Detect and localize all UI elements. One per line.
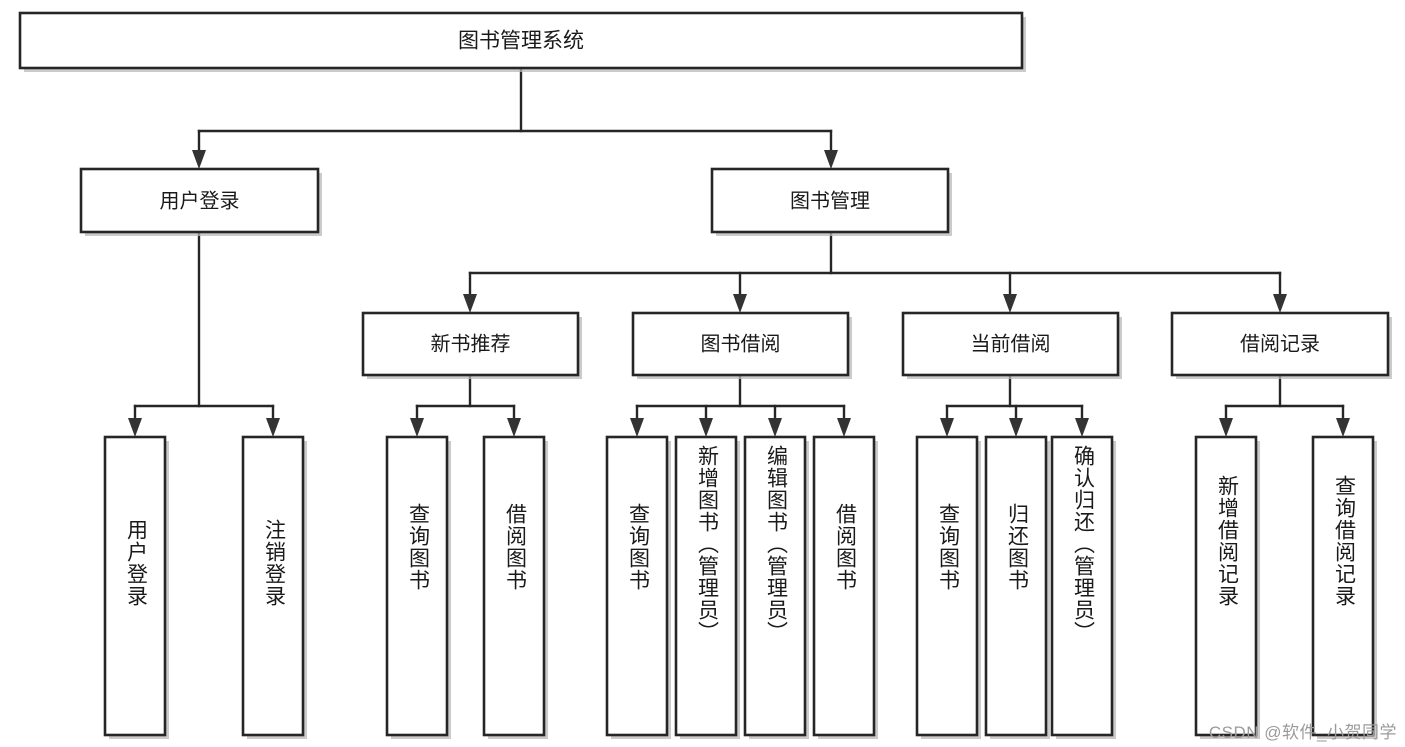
leaf-box-leaf-query-book-1[interactable] [385,435,451,739]
leaf-box-leaf-query-book-2[interactable] [605,435,671,739]
leaf-box-leaf-user-login[interactable] [103,435,169,739]
node-book-manage-label: 图书管理 [790,189,870,212]
node-book-borrow-label: 图书借阅 [701,332,781,355]
arrow-to-leaf-borrow-book-1 [507,418,521,437]
leaf-box-leaf-query-book-3[interactable] [915,435,981,739]
watermark-text: CSDN @软件_小贺同学 [1208,723,1397,742]
arrow-to-leaf-user-logout [266,418,280,437]
arrow-to-leaf-query-record [1336,418,1350,437]
leaf-box-leaf-borrow-book-2[interactable] [812,435,878,739]
node-root-label: 图书管理系统 [458,30,584,53]
arrow-to-leaf-edit-book [768,418,782,437]
connector-layer [128,66,1350,437]
node-borrow-record[interactable]: 借阅记录 [1170,311,1392,379]
arrow-to-leaf-query-book-1 [410,418,424,437]
arrow-to-leaf-query-book-3 [940,418,954,437]
arrow-to-book-borrow [733,294,747,313]
node-new-book-recommend-label: 新书推荐 [431,332,511,355]
leaf-box-leaf-user-logout[interactable] [241,435,307,739]
arrow-to-borrow-record [1273,294,1287,313]
node-layer: 图书管理系统 用户登录 图书管理 新书推荐 图书 [18,11,1392,739]
node-root[interactable]: 图书管理系统 [18,11,1026,72]
arrow-to-leaf-query-book-2 [630,418,644,437]
node-borrow-record-label: 借阅记录 [1240,332,1320,355]
leaf-box-leaf-return-book[interactable] [984,435,1050,739]
node-user-login[interactable]: 用户登录 [79,167,322,236]
leaf-box-leaf-add-book[interactable] [674,435,740,739]
node-current-borrow[interactable]: 当前借阅 [901,311,1122,379]
leaf-box-leaf-confirm-return[interactable] [1050,435,1116,739]
leaf-box-leaf-add-record[interactable] [1194,435,1260,739]
leaf-box-leaf-edit-book[interactable] [743,435,809,739]
arrow-to-leaf-add-record [1219,418,1233,437]
node-book-borrow[interactable]: 图书借阅 [631,311,852,379]
node-current-borrow-label: 当前借阅 [971,332,1051,355]
arrow-to-book-manage [824,150,838,169]
arrow-to-leaf-add-book [699,418,713,437]
arrow-to-new-book-recommend [463,294,477,313]
node-user-login-label: 用户登录 [160,189,240,212]
node-new-book-recommend[interactable]: 新书推荐 [361,311,582,379]
arrow-to-leaf-borrow-book-2 [837,418,851,437]
arrow-to-leaf-confirm-return [1075,418,1089,437]
arrow-to-leaf-return-book [1009,418,1023,437]
arrow-to-leaf-user-login [128,418,142,437]
arrow-to-current-borrow [1003,294,1017,313]
node-book-manage[interactable]: 图书管理 [710,167,952,236]
leaf-box-leaf-query-record[interactable] [1311,435,1377,739]
leaf-box-leaf-borrow-book-1[interactable] [482,435,548,739]
arrow-to-user-login [192,150,206,169]
